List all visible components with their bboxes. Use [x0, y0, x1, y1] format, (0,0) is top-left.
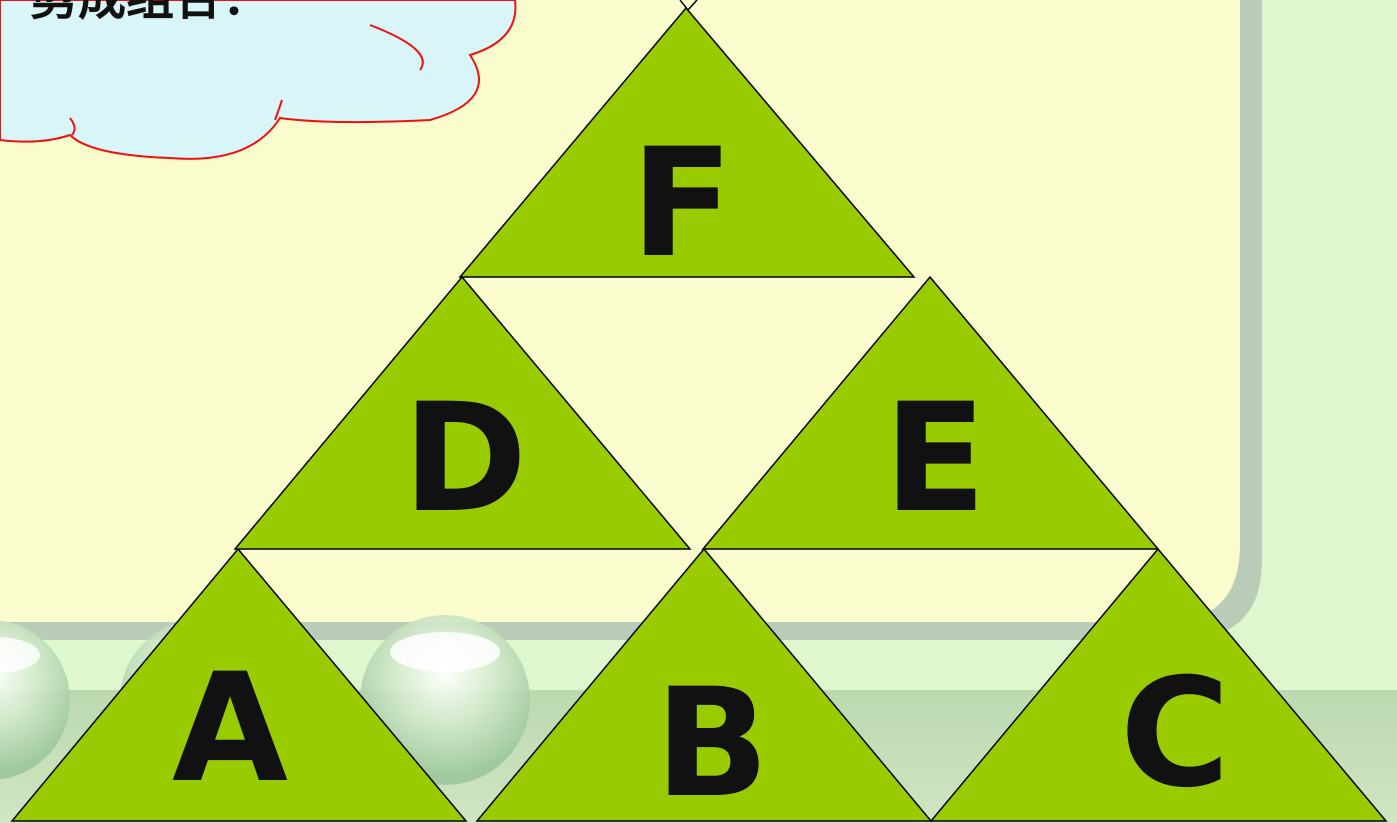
triangle-a-label: A: [172, 642, 288, 816]
triangle-b-label: B: [655, 657, 769, 823]
triangle-e-label: E: [884, 372, 986, 546]
triangle-f-label: F: [631, 117, 733, 291]
cloud-text: 剪成组合：: [30, 0, 270, 26]
triangle-d-label: D: [403, 372, 528, 546]
triangle-c-label: C: [1120, 647, 1230, 821]
